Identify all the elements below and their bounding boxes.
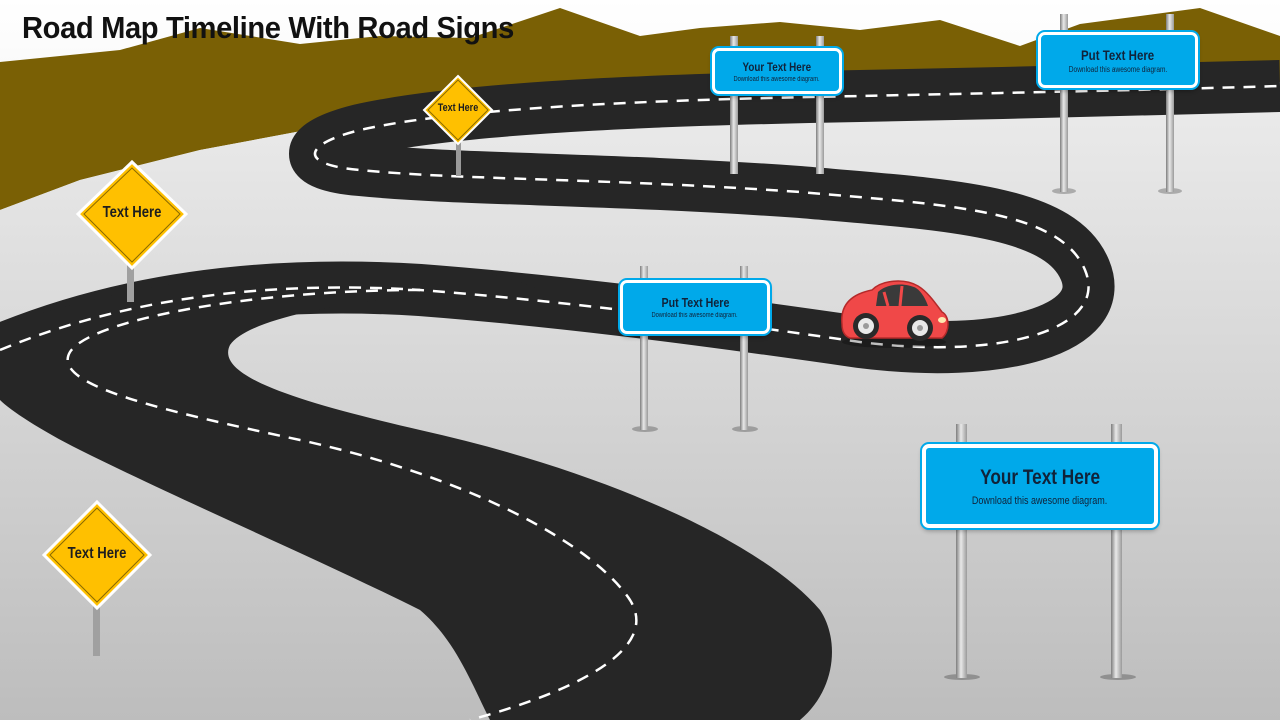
blue-sign-4: Your Text Here Download this awesome dia…	[914, 424, 1166, 686]
sign-board: Your Text Here Download this awesome dia…	[712, 48, 842, 94]
sign-title: Your Text Here	[980, 465, 1100, 489]
sign-post	[730, 36, 738, 174]
road	[0, 60, 1280, 720]
road-surface-lower	[0, 265, 832, 720]
sign-title: Your Text Here	[742, 59, 812, 74]
diamond-sign-label-2: Text Here	[102, 204, 162, 221]
sign-post	[740, 266, 748, 430]
diamond-sign-graphic-2	[75, 159, 189, 302]
sign-title: Put Text Here	[661, 295, 729, 310]
slide-title: Road Map Timeline With Road Signs	[22, 10, 514, 45]
sign-post	[1060, 14, 1068, 192]
diamond-sign-graphic-3	[41, 499, 153, 656]
blue-sign-3: Put Text Here Download this awesome diag…	[614, 266, 778, 436]
sign-title: Put Text Here	[1081, 46, 1155, 63]
sign-subtitle: Download this awesome diagram.	[972, 494, 1108, 507]
sign-subtitle: Download this awesome diagram.	[651, 312, 739, 319]
sign-post	[816, 36, 824, 174]
sign-post	[640, 266, 648, 430]
diamond-sign-graphic-1	[422, 74, 494, 176]
blue-sign-1: Your Text Here Download this awesome dia…	[708, 36, 848, 176]
sign-post	[956, 424, 967, 678]
sign-board: Put Text Here Download this awesome diag…	[1038, 32, 1198, 88]
sign-subtitle: Download this awesome diagram.	[1068, 64, 1168, 74]
blue-sign-2: Put Text Here Download this awesome diag…	[1030, 14, 1208, 196]
sign-subtitle: Download this awesome diagram.	[733, 75, 821, 83]
sign-post	[1111, 424, 1122, 678]
sign-board: Your Text Here Download this awesome dia…	[922, 444, 1158, 528]
car-icon	[841, 280, 949, 348]
lane-marking-lower	[66, 288, 638, 720]
mountains	[0, 8, 1280, 210]
diamond-sign-label-3: Text Here	[67, 545, 127, 562]
sign-post	[1166, 14, 1174, 192]
sign-board: Put Text Here Download this awesome diag…	[620, 280, 770, 334]
diamond-sign-label-1: Text Here	[437, 102, 479, 114]
lane-marking	[0, 84, 1280, 352]
